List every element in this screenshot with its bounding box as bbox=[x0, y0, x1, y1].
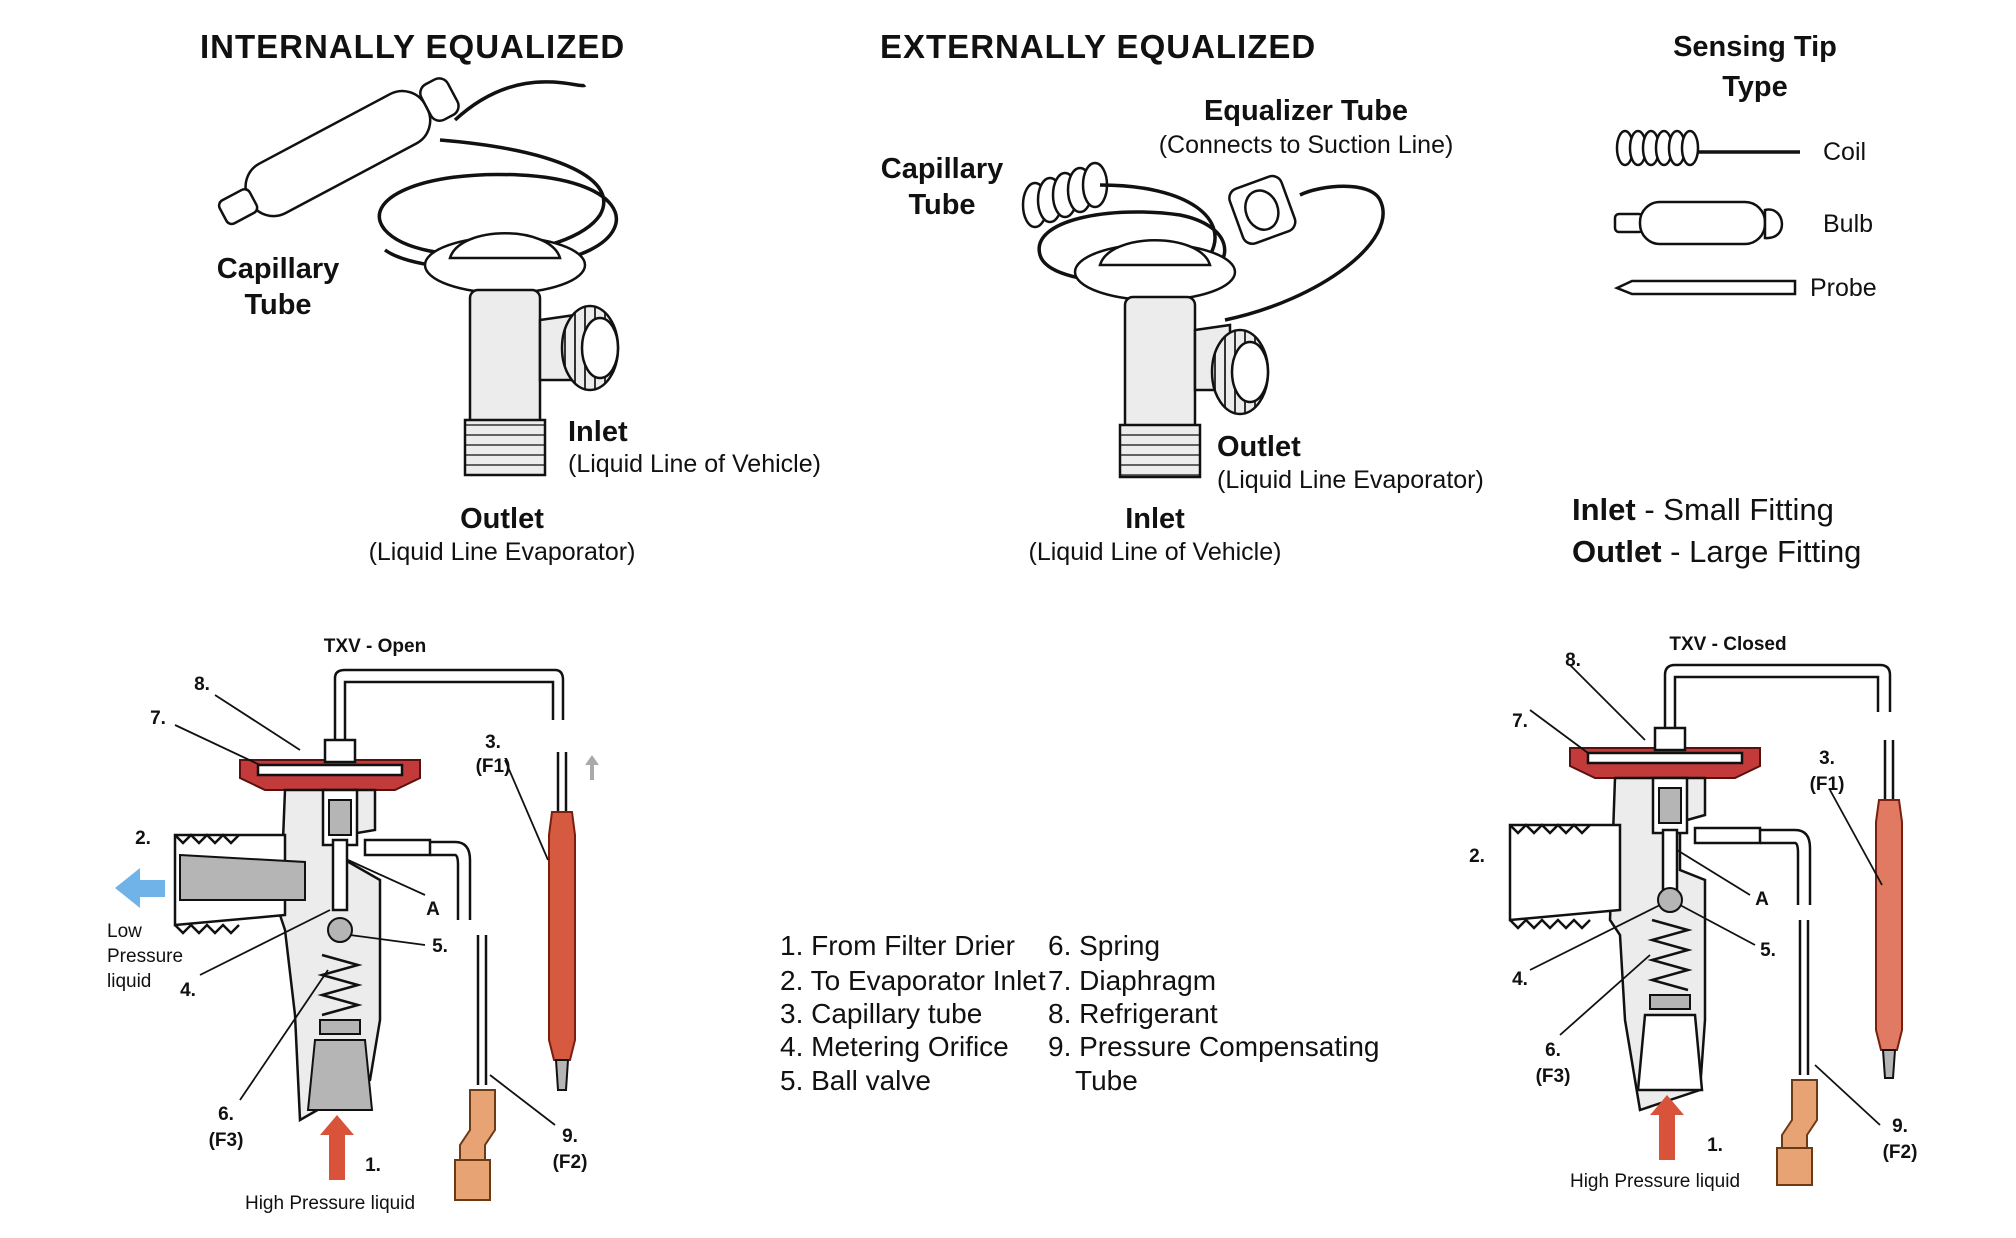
txv-closed-a: A bbox=[1755, 889, 1769, 910]
legend-item: 1. From Filter Drier bbox=[780, 930, 1015, 961]
sensing-tip-coil: Coil bbox=[1823, 138, 1866, 166]
txv-open-f2: (F2) bbox=[553, 1152, 588, 1173]
external-inlet-sub: (Liquid Line of Vehicle) bbox=[1029, 538, 1282, 566]
parts-legend: 1. From Filter Drier 2. To Evaporator In… bbox=[780, 930, 1380, 1096]
txv-closed-n1: 1. bbox=[1707, 1135, 1723, 1156]
txv-closed-n4: 4. bbox=[1512, 969, 1528, 990]
txv-closed-n9: 9. bbox=[1892, 1116, 1908, 1137]
legend-item: 7. Diaphragm bbox=[1048, 965, 1216, 996]
legend-item: 8. Refrigerant bbox=[1048, 998, 1218, 1029]
sensing-header-line1: Sensing Tip bbox=[1673, 31, 1837, 63]
internal-outlet-label: Outlet bbox=[460, 503, 544, 535]
external-capillary-label-1: Capillary bbox=[881, 153, 1004, 185]
txv-open-n8: 8. bbox=[194, 674, 210, 695]
txv-open-n3: 3. bbox=[485, 732, 501, 753]
legend-item: Tube bbox=[1075, 1065, 1138, 1096]
sensing-tip-probe: Probe bbox=[1810, 274, 1877, 302]
internal-outlet-sub: (Liquid Line Evaporator) bbox=[369, 538, 636, 566]
txv-closed-cutaway bbox=[1508, 663, 1903, 1186]
txv-open-low-3: liquid bbox=[107, 971, 151, 992]
probe-tip-illustration bbox=[1613, 279, 1797, 296]
external-outlet-label: Outlet bbox=[1217, 431, 1301, 463]
txv-closed-n6: 6. bbox=[1545, 1040, 1561, 1061]
external-inlet-label: Inlet bbox=[1125, 503, 1185, 535]
external-capillary-label-2: Tube bbox=[908, 189, 975, 221]
txv-closed-n7: 7. bbox=[1512, 711, 1528, 732]
external-equalizer-sub: (Connects to Suction Line) bbox=[1159, 131, 1454, 159]
txv-open-n6: 6. bbox=[218, 1104, 234, 1125]
txv-open-n4: 4. bbox=[180, 980, 196, 1001]
txv-open-low-1: Low bbox=[107, 921, 142, 942]
txv-open-f1: (F1) bbox=[476, 756, 511, 777]
txv-closed-f2: (F2) bbox=[1883, 1142, 1918, 1163]
coil-tip-illustration bbox=[1615, 129, 1800, 167]
txv-closed-n8: 8. bbox=[1565, 650, 1581, 671]
internal-inlet-label: Inlet bbox=[568, 416, 628, 448]
txv-open-n2: 2. bbox=[135, 828, 151, 849]
txv-closed-f1: (F1) bbox=[1810, 774, 1845, 795]
txv-closed-n5: 5. bbox=[1760, 940, 1776, 961]
legend-item: 4. Metering Orifice bbox=[780, 1031, 1009, 1062]
bulb-tip-illustration bbox=[1613, 200, 1784, 246]
internal-capillary-label-1: Capillary bbox=[217, 253, 340, 285]
txv-open-n1: 1. bbox=[365, 1155, 381, 1176]
txv-open-high-pressure: High Pressure liquid bbox=[245, 1193, 415, 1214]
internal-header: INTERNALLY EQUALIZED bbox=[200, 28, 625, 65]
legend-item: 6. Spring bbox=[1048, 930, 1160, 961]
internal-valve-illustration bbox=[217, 77, 620, 477]
txv-open-a: A bbox=[426, 899, 440, 920]
fitting-note-outlet: Outlet - Large Fitting bbox=[1572, 534, 1861, 569]
internal-capillary-label-2: Tube bbox=[244, 289, 311, 321]
txv-open-n5: 5. bbox=[432, 936, 448, 957]
external-outlet-sub: (Liquid Line Evaporator) bbox=[1217, 466, 1484, 494]
sensing-tip-bulb: Bulb bbox=[1823, 210, 1873, 238]
sensing-header-line2: Type bbox=[1722, 71, 1788, 103]
txv-closed-title: TXV - Closed bbox=[1669, 634, 1786, 655]
legend-item: 2. To Evaporator Inlet bbox=[780, 965, 1046, 996]
legend-item: 3. Capillary tube bbox=[780, 998, 982, 1029]
txv-closed-f3: (F3) bbox=[1536, 1066, 1571, 1087]
txv-open-cutaway bbox=[115, 668, 599, 1201]
txv-closed-n3: 3. bbox=[1819, 748, 1835, 769]
fitting-note-inlet: Inlet - Small Fitting bbox=[1572, 492, 1834, 527]
legend-item: 5. Ball valve bbox=[780, 1065, 931, 1096]
txv-open-f3: (F3) bbox=[209, 1130, 244, 1151]
txv-open-n7: 7. bbox=[150, 708, 166, 729]
txv-closed-high-pressure: High Pressure liquid bbox=[1570, 1171, 1740, 1192]
txv-open-title: TXV - Open bbox=[324, 636, 426, 657]
internal-inlet-sub: (Liquid Line of Vehicle) bbox=[568, 450, 821, 478]
external-header: EXTERNALLY EQUALIZED bbox=[880, 28, 1316, 65]
legend-item: 9. Pressure Compensating bbox=[1048, 1031, 1380, 1062]
external-equalizer-label: Equalizer Tube bbox=[1204, 95, 1408, 127]
txv-open-n9: 9. bbox=[562, 1126, 578, 1147]
txv-open-low-2: Pressure bbox=[107, 946, 183, 967]
external-valve-illustration bbox=[1021, 161, 1385, 479]
txv-closed-n2: 2. bbox=[1469, 846, 1485, 867]
